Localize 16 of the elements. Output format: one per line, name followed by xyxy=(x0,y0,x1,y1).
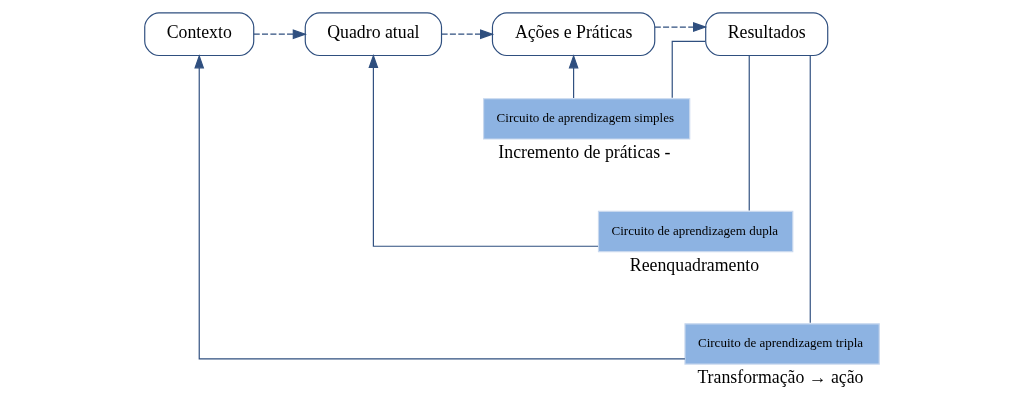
connector xyxy=(809,55,811,324)
connector xyxy=(748,55,750,212)
node-label: Transformação → ação xyxy=(697,367,864,388)
arrow xyxy=(194,54,686,360)
node-box: Contexto xyxy=(144,12,255,57)
node-box: Resultados xyxy=(705,12,829,57)
node-label: Reenquadramento xyxy=(629,254,760,275)
arrow xyxy=(253,29,307,40)
arrow xyxy=(441,29,495,40)
node-box: Ações e Práticas xyxy=(491,12,656,57)
arrow xyxy=(568,54,579,99)
arrow xyxy=(654,22,708,33)
arrow xyxy=(368,53,599,247)
node-box: Quadro atual xyxy=(304,12,443,57)
connector xyxy=(671,40,706,99)
node-label: Incremento de práticas - xyxy=(498,141,671,162)
